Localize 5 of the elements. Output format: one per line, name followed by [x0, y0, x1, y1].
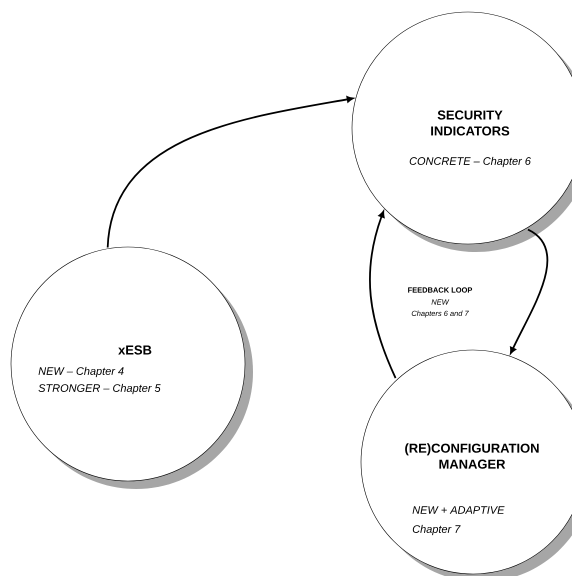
- arrow: [510, 228, 548, 354]
- circle-node: xESB NEW – Chapter 4 STRONGER – Chapter 5: [10, 246, 253, 489]
- arrow: [106, 96, 354, 248]
- circle-node: SECURITY INDICATORS CONCRETE – Chapter 6: [352, 12, 572, 252]
- arrow: [369, 210, 396, 378]
